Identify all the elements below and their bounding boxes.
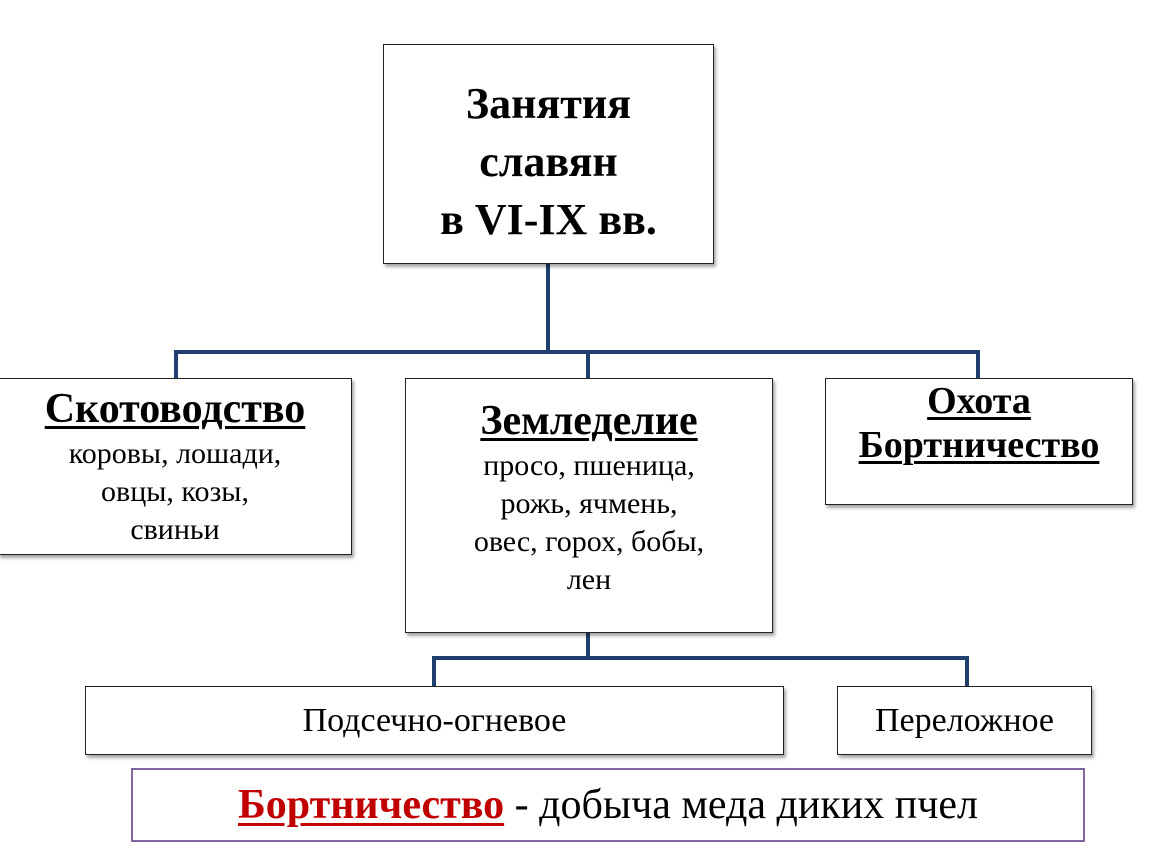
branch-cattle: Скотоводство коровы, лошади, овцы, козы,… <box>0 378 352 555</box>
connector <box>965 656 969 687</box>
root-line: Занятия <box>465 79 632 128</box>
definition-term: Бортничество <box>238 782 505 828</box>
branch-item: свиньи <box>130 513 220 546</box>
farming-type-label: Переложное <box>874 701 1055 739</box>
connector <box>174 350 178 379</box>
branch-item: просо, пшеница, <box>483 449 695 482</box>
branch-title: Земледелие <box>480 398 698 444</box>
branch-item: овцы, козы, <box>101 475 249 508</box>
farming-slash-burn: Подсечно-огневое <box>85 686 784 755</box>
branch-item: овес, горох, бобы, <box>473 525 705 558</box>
connector <box>976 350 980 379</box>
definition-text: - добыча меда диких пчел <box>504 782 978 828</box>
branch-title: Бортничество <box>858 424 1100 466</box>
connector <box>432 656 436 687</box>
connector <box>432 656 969 660</box>
connector <box>546 264 550 354</box>
connector <box>174 350 980 354</box>
root-box: Занятия славян в VI-IX вв. <box>383 44 714 264</box>
branch-item: лен <box>566 563 612 596</box>
branch-agriculture: Земледелие просо, пшеница, рожь, ячмень,… <box>405 378 773 633</box>
branch-item: коровы, лошади, <box>68 437 282 470</box>
connector <box>586 633 590 659</box>
branch-title: Охота <box>927 380 1031 422</box>
connector <box>586 350 590 379</box>
farming-fallow: Переложное <box>837 686 1092 755</box>
branch-item: рожь, ячмень, <box>500 487 678 520</box>
branch-title: Скотоводство <box>44 386 306 432</box>
root-line: славян <box>479 137 618 186</box>
definition-box: Бортничество - добыча меда диких пчел <box>131 768 1085 842</box>
root-line: в VI-IX вв. <box>440 195 657 244</box>
farming-type-label: Подсечно-огневое <box>302 701 567 739</box>
branch-hunting: Охота Бортничество <box>825 378 1133 505</box>
